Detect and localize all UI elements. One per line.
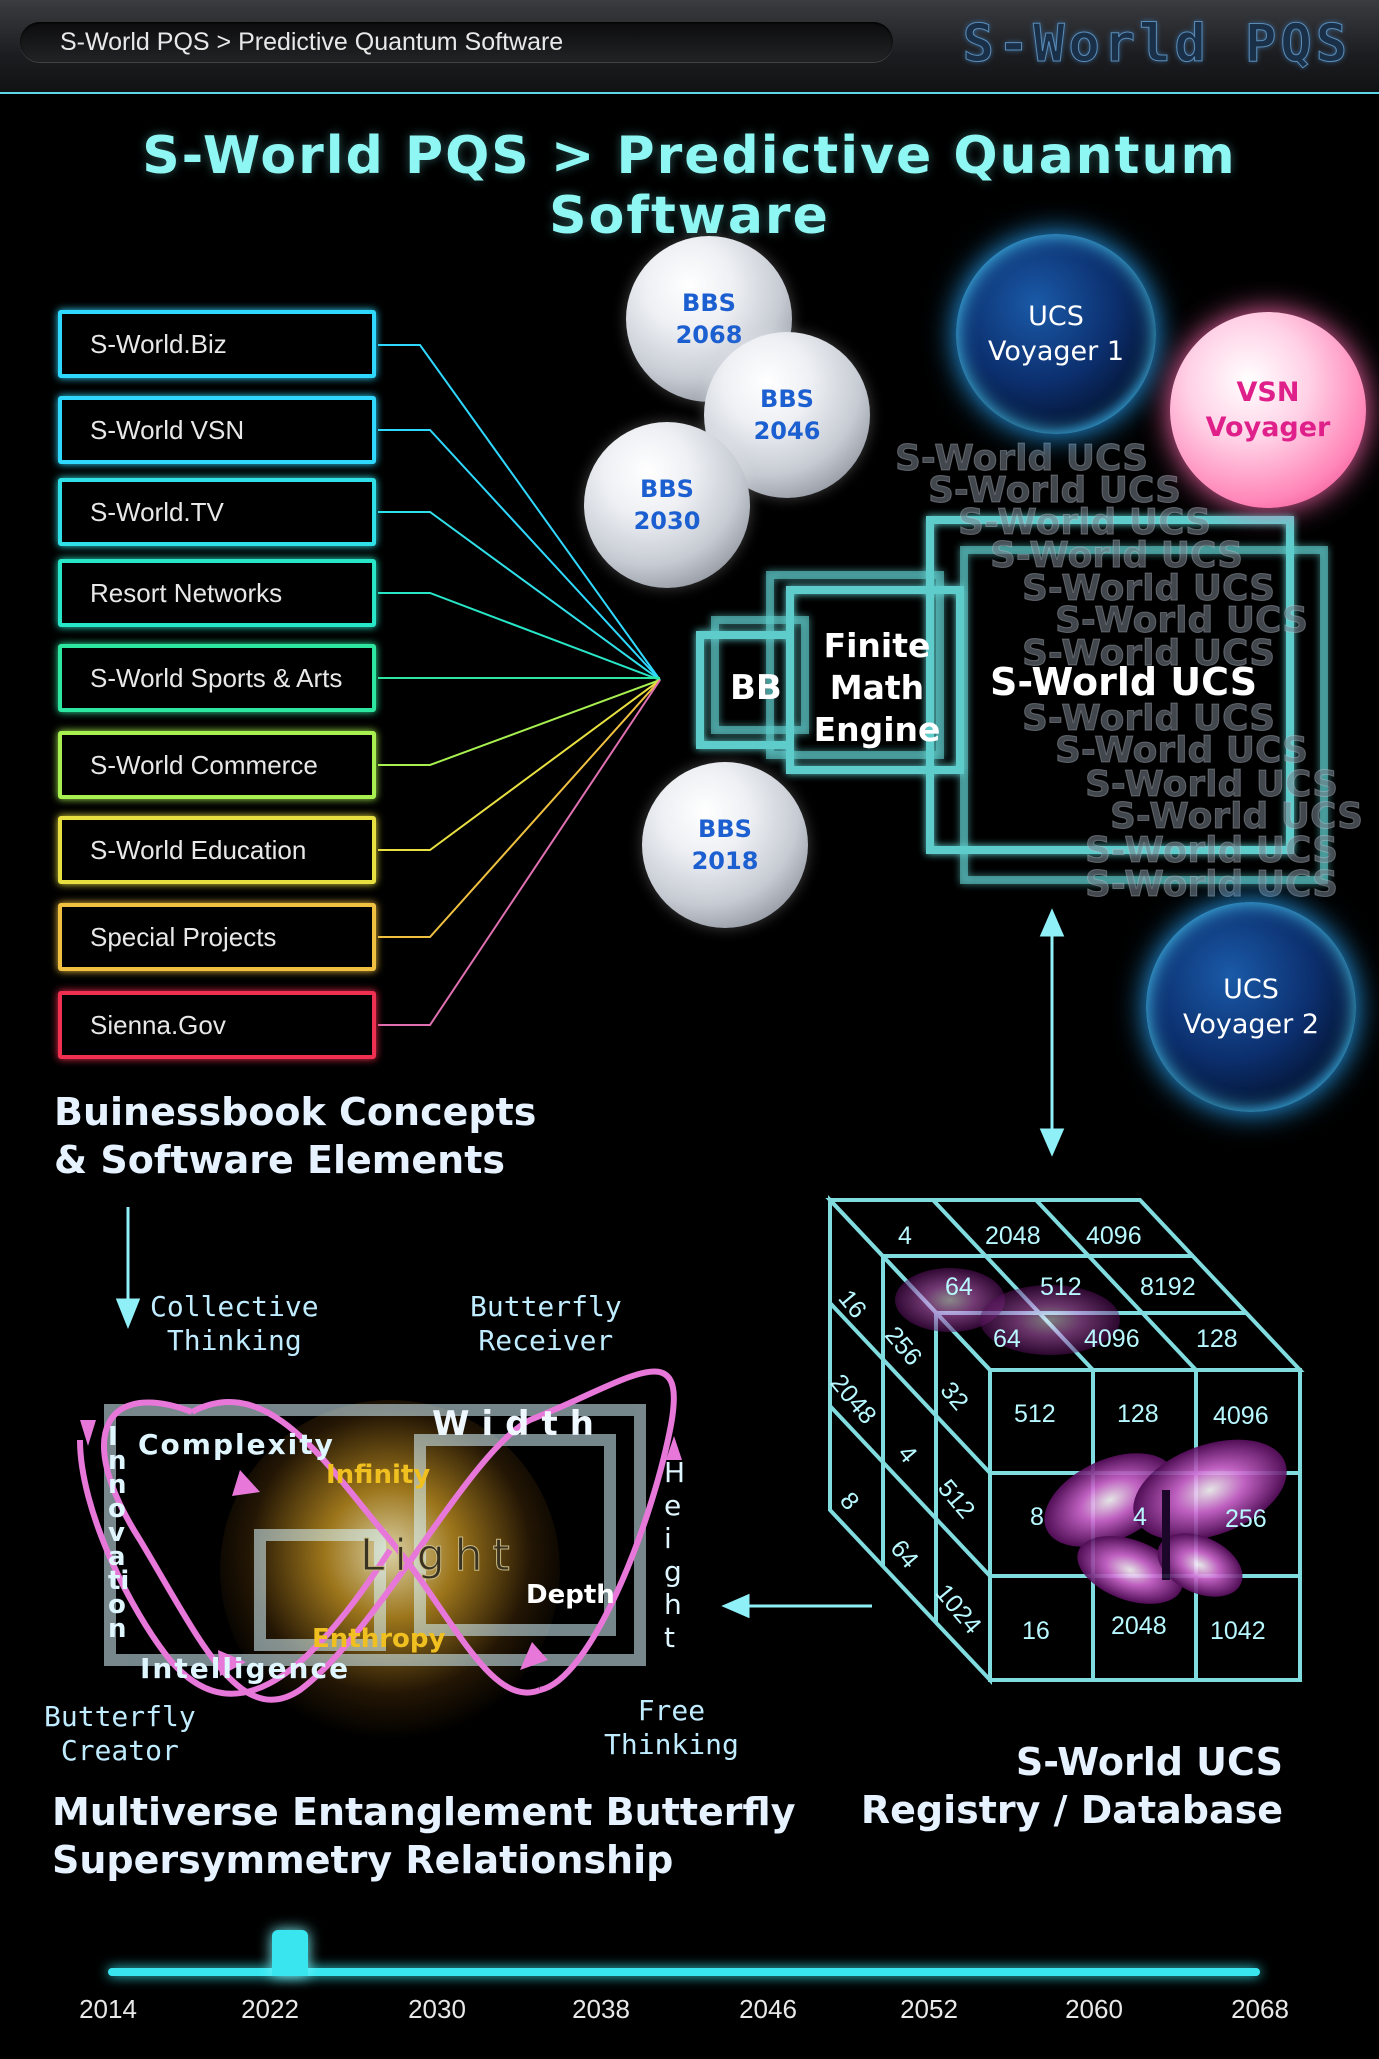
intelligence-label: Intelligence (140, 1652, 350, 1685)
cube-cell: 4096 (1213, 1402, 1269, 1431)
timeline-year[interactable]: 2060 (1065, 1994, 1123, 2025)
concepts-heading-line1: Buinessbook Concepts (54, 1088, 536, 1136)
nav-item-s-world-tv[interactable]: S-World.TV (58, 478, 376, 546)
cube-cell: 8192 (1140, 1273, 1196, 1302)
nav-item-special-projects[interactable]: Special Projects (58, 903, 376, 971)
nav-item-s-world-biz[interactable]: S-World.Biz (58, 310, 376, 378)
orb-title: UCS (1183, 972, 1319, 1007)
label-line: Thinking (150, 1324, 319, 1358)
nav-item-commerce[interactable]: S-World Commerce (58, 731, 376, 799)
timeline-year[interactable]: 2068 (1231, 1994, 1289, 2025)
registry-cube (800, 1190, 1340, 1690)
registry-heading-line1: S-World UCS (861, 1738, 1283, 1786)
nav-item-education[interactable]: S-World Education (58, 816, 376, 884)
timeline-year[interactable]: 2014 (79, 1994, 137, 2025)
registry-heading: S-World UCS Registry / Database (861, 1738, 1283, 1834)
label-line: Collective (150, 1290, 319, 1324)
infinity-label: Infinity (326, 1460, 430, 1490)
multiverse-heading-line2: Supersymmetry Relationship (52, 1836, 795, 1884)
bb-label: BB (730, 668, 782, 708)
bbs-year: 2046 (754, 415, 821, 447)
orb-title: VSN (1206, 375, 1331, 410)
cube-cell: 64 (945, 1273, 973, 1302)
timeline-year[interactable]: 2030 (408, 1994, 466, 2025)
free-thinking-label: Free Thinking (604, 1694, 739, 1762)
innovation-label: Innovation (108, 1425, 132, 1641)
cube-cell: 256 (1225, 1505, 1267, 1534)
orb-subtitle: Voyager 2 (1183, 1007, 1319, 1042)
timeline-year[interactable]: 2022 (241, 1994, 299, 2025)
orb-subtitle: Voyager 1 (988, 334, 1124, 369)
cube-cell: 4 (898, 1222, 912, 1251)
label-line: Butterfly (470, 1290, 622, 1324)
bbs-label: BBS (676, 287, 743, 319)
enthropy-label: Enthropy (312, 1624, 445, 1654)
orb-subtitle: Voyager (1206, 410, 1331, 445)
timeline-year[interactable]: 2046 (739, 1994, 797, 2025)
nav-item-resort-networks[interactable]: Resort Networks (58, 559, 376, 627)
complexity-label: Complexity (138, 1428, 335, 1461)
butterfly-receiver-label: Butterfly Receiver (470, 1290, 622, 1358)
timeline-marker[interactable] (272, 1930, 308, 1976)
cube-cell: 16 (1022, 1617, 1050, 1646)
timeline-year[interactable]: 2052 (900, 1994, 958, 2025)
cube-cell: 8 (1030, 1503, 1044, 1532)
engine-word: Engine (812, 709, 942, 751)
cube-cell: 2048 (985, 1222, 1041, 1251)
cube-cell: 512 (1040, 1273, 1082, 1302)
collective-thinking-label: Collective Thinking (150, 1290, 319, 1358)
nav-item-sienna-gov[interactable]: Sienna.Gov (58, 991, 376, 1059)
label-line: Receiver (470, 1324, 622, 1358)
orb-title: UCS (988, 299, 1124, 334)
cube-cell: 64 (993, 1325, 1021, 1354)
multiverse-heading-line1: Multiverse Entanglement Butterfly (52, 1788, 795, 1836)
timeline-year[interactable]: 2038 (572, 1994, 630, 2025)
butterfly-icon (895, 1268, 1301, 1617)
cube-cell: 1042 (1210, 1617, 1266, 1646)
nav-item-s-world-vsn[interactable]: S-World VSN (58, 396, 376, 464)
finite-math-engine-label: Finite Math Engine (812, 625, 942, 751)
bbs-year: 2068 (676, 319, 743, 351)
cube-cell: 2048 (1111, 1612, 1167, 1641)
height-label: Height (664, 1456, 688, 1654)
nav-item-sports-arts[interactable]: S-World Sports & Arts (58, 644, 376, 712)
depth-label: Depth (526, 1580, 615, 1610)
width-label: Width (432, 1404, 606, 1444)
cube-cell: 4 (1133, 1503, 1147, 1532)
concepts-heading-line2: & Software Elements (54, 1136, 536, 1184)
cube-cell: 4096 (1086, 1222, 1142, 1251)
butterfly-creator-label: Butterfly Creator (44, 1700, 196, 1768)
ucs-main-label: S-World UCS (990, 660, 1257, 704)
cube-cell: 4096 (1084, 1325, 1140, 1354)
multiverse-heading: Multiverse Entanglement Butterfly Supers… (52, 1788, 795, 1884)
cube-cell: 128 (1117, 1400, 1159, 1429)
registry-heading-line2: Registry / Database (861, 1786, 1283, 1834)
finite-word: Finite (812, 625, 942, 667)
ucs-watermark: S-World UCS (1085, 864, 1338, 905)
concepts-heading: Buinessbook Concepts & Software Elements (54, 1088, 536, 1184)
light-label: Light (360, 1530, 520, 1581)
label-line: Free (604, 1694, 739, 1728)
math-word: Math (812, 667, 942, 709)
label-line: Thinking (604, 1728, 739, 1762)
label-line: Butterfly (44, 1700, 196, 1734)
label-line: Creator (44, 1734, 196, 1768)
bbs-label: BBS (754, 383, 821, 415)
cube-cell: 128 (1196, 1325, 1238, 1354)
cube-cell: 512 (1014, 1400, 1056, 1429)
